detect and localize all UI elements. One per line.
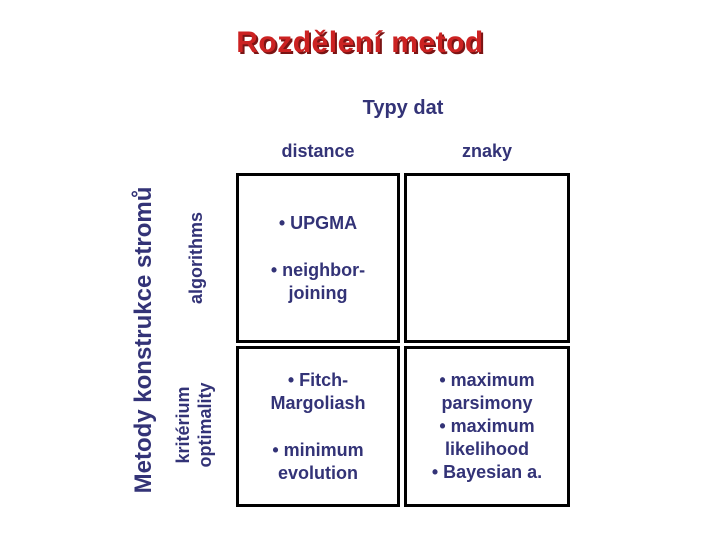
matrix-cell-distance-algorithms: • UPGMA • neighbor- joining: [236, 173, 400, 343]
matrix-cell-distance-kriterium: • Fitch- Margoliash • minimum evolution: [236, 346, 400, 507]
method-fitch-margoliash: • Fitch- Margoliash: [270, 369, 366, 413]
method-minimum-evolution: • minimum evolution: [272, 439, 364, 483]
subtitle-typy-dat: Typy dat: [362, 97, 444, 119]
method-neighbor-joining: • neighbor- joining: [270, 259, 366, 303]
method-maximum-parsimony: • maximum parsimony: [439, 370, 535, 413]
matrix-cell-znaky-kriterium: • maximum parsimony • maximum likelihood…: [404, 346, 570, 507]
row-label-algorithms: algorithms: [186, 212, 206, 305]
matrix-cell-znaky-algorithms-empty: [404, 173, 570, 343]
method-bayesian: • Bayesian a.: [431, 462, 543, 482]
row-label-kriterium-optimality: kritérium optimality: [173, 382, 215, 468]
row-axis-label-main: Metody konstrukce stromů: [130, 186, 157, 494]
method-maximum-likelihood: • maximum likelihood: [439, 416, 535, 459]
column-header-distance: distance: [281, 141, 355, 161]
slide-title: Rozdělení metod: [236, 26, 484, 59]
method-upgma: • UPGMA: [278, 212, 358, 233]
column-header-znaky: znaky: [461, 141, 513, 161]
